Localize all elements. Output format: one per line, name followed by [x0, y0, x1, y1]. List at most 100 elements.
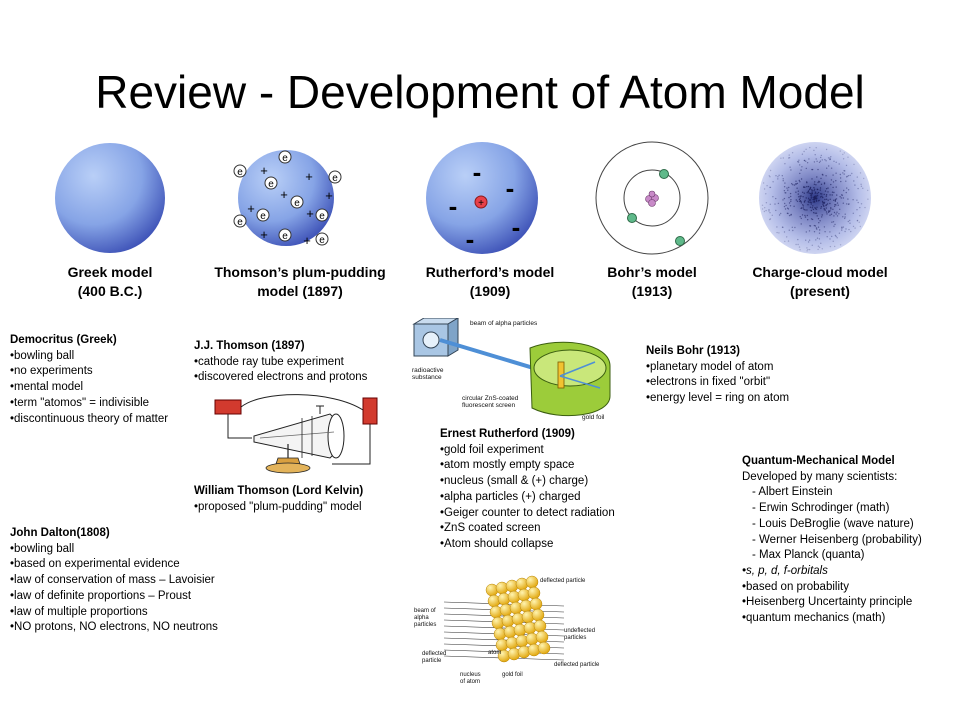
- cloud-dot: [839, 244, 842, 246]
- cloud-dot: [842, 158, 845, 160]
- cloud-dot: [834, 199, 836, 202]
- cloud-dot: [800, 169, 802, 171]
- cloud-dot: [814, 207, 816, 209]
- electron: [627, 213, 637, 223]
- cloud-dot: [797, 161, 800, 163]
- cloud-dot: [853, 163, 855, 166]
- cloud-dot: [860, 183, 862, 185]
- cloud-dot: [778, 174, 780, 176]
- cloud-dot: [790, 200, 792, 203]
- cloud-dot: [813, 200, 816, 203]
- svg-text:+: +: [306, 206, 314, 221]
- cloud-dot: [818, 181, 821, 183]
- cloud-dot: [829, 158, 831, 161]
- cloud-dot: [829, 194, 831, 196]
- cloud-dot: [777, 176, 779, 178]
- cloud-dot: [820, 183, 823, 185]
- quantum-notes: Quantum-Mechanical Model Developed by ma…: [742, 455, 922, 625]
- cloud-dot: [769, 176, 771, 178]
- cloud-dot: [778, 232, 780, 234]
- cloud-dot: [817, 168, 819, 171]
- cloud-dot: [799, 172, 801, 175]
- cloud-dot: [781, 226, 784, 228]
- cloud-dot: [831, 194, 833, 196]
- cloud-dot: [821, 193, 823, 195]
- cloud-dot: [817, 181, 819, 184]
- cloud-dot: [800, 207, 803, 209]
- cloud-dot: [824, 231, 826, 233]
- cloud-dot: [808, 192, 810, 194]
- cloud-dot: [817, 218, 820, 220]
- cloud-dot: [784, 182, 786, 184]
- cloud-dot: [790, 199, 792, 201]
- cloud-dot: [846, 203, 848, 205]
- cloud-dot: [829, 231, 831, 233]
- cloud-dot: [814, 154, 816, 156]
- cloud-dot: [843, 170, 845, 172]
- cloud-dot: [811, 190, 813, 192]
- cloud-dot: [825, 160, 827, 162]
- cloud-dot: [832, 240, 834, 242]
- cloud-dot: [843, 152, 845, 154]
- cloud-dot: [827, 157, 830, 159]
- cloud-dot: [833, 191, 835, 194]
- cloud-dot: [847, 156, 849, 158]
- cloud-dot: [825, 207, 827, 209]
- cloud-dot: [797, 243, 799, 246]
- cloud-dot: [846, 176, 848, 178]
- cloud-dot: [783, 197, 786, 200]
- cloud-dot: [820, 207, 822, 209]
- svg-text:beam of alpha particles: beam of alpha particles: [470, 320, 538, 327]
- model-label-bohr: Bohr’s model(1913): [607, 264, 697, 299]
- cloud-dot: [860, 185, 863, 187]
- cloud-dot: [807, 185, 810, 188]
- cloud-dot: [776, 226, 778, 228]
- cloud-dot: [821, 248, 823, 250]
- cloud-dot: [804, 186, 806, 188]
- cloud-dot: [782, 157, 784, 159]
- cloud-dot: [805, 231, 807, 233]
- cloud-dot: [852, 212, 854, 214]
- cloud-dot: [839, 173, 841, 176]
- cloud-dot: [825, 194, 828, 196]
- cloud-dot: [846, 175, 848, 178]
- cloud-dot: [808, 158, 810, 160]
- cloud-dot: [803, 159, 806, 162]
- cloud-dot: [799, 197, 801, 199]
- cloud-dot: [806, 181, 808, 183]
- cloud-dot: [825, 204, 827, 207]
- cloud-dot: [800, 178, 803, 180]
- cloud-dot: [844, 217, 846, 220]
- cloud-dot: [840, 197, 842, 199]
- cloud-dot: [821, 214, 823, 216]
- cloud-dot: [859, 225, 861, 228]
- cloud-dot: [815, 147, 817, 149]
- cloud-dot: [863, 177, 865, 180]
- cloud-dot: [829, 202, 831, 205]
- cloud-dot: [816, 228, 818, 230]
- cloud-dots: [761, 146, 869, 252]
- cloud-dot: [805, 197, 807, 199]
- cloud-dot: [847, 189, 850, 191]
- cloud-dot: [802, 205, 805, 207]
- cloud-dot: [796, 187, 798, 189]
- cloud-dot: [788, 196, 790, 199]
- cloud-dot: [820, 196, 822, 198]
- cloud-dot: [846, 187, 848, 189]
- cloud-dot: [819, 189, 821, 191]
- cloud-dot: [763, 188, 766, 190]
- cloud-dot: [788, 229, 790, 231]
- svg-text:+: +: [260, 163, 268, 178]
- svg-text:+: +: [478, 198, 484, 209]
- cloud-dot: [835, 180, 837, 182]
- cloud-dot: [820, 177, 822, 180]
- cloud-dot: [831, 191, 834, 193]
- cloud-dot: [800, 202, 802, 204]
- cloud-dot: [789, 205, 792, 207]
- cloud-dot: [843, 189, 845, 192]
- svg-text:atom: atom: [488, 650, 501, 656]
- cloud-dot: [829, 210, 831, 212]
- cloud-dot: [813, 187, 815, 189]
- cloud-dot: [814, 181, 816, 183]
- cloud-dot: [796, 182, 799, 185]
